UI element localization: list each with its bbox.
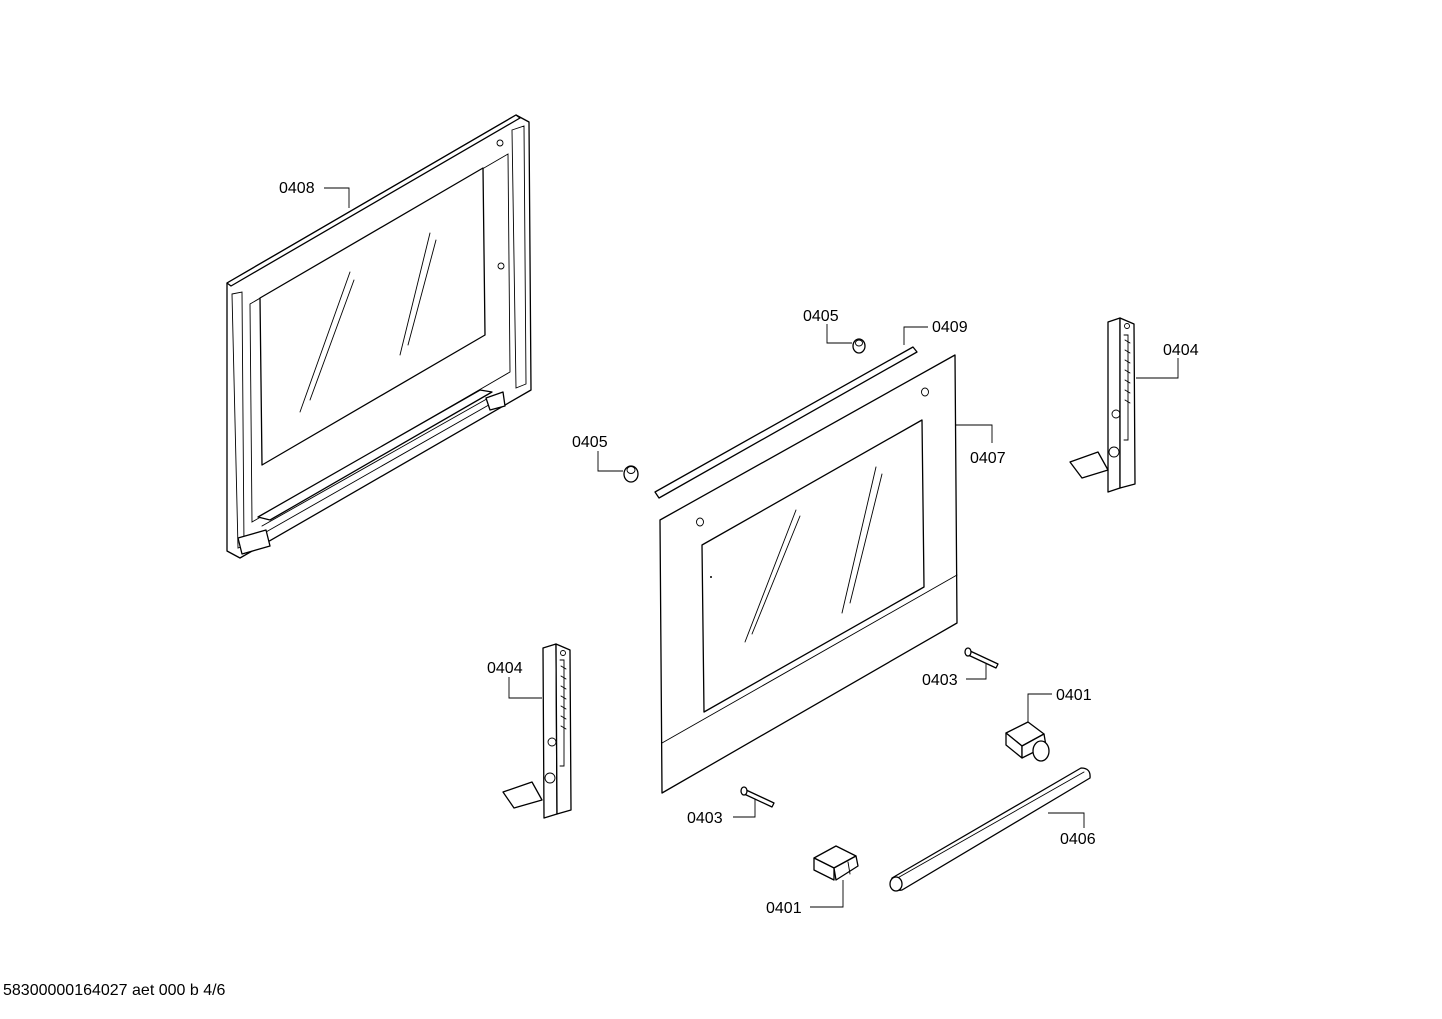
hinge-right: [1069, 317, 1136, 493]
leader-0409: [903, 326, 928, 345]
leader-0403-right: [966, 664, 987, 680]
screw-right: [964, 647, 999, 669]
leader-0405-side: [597, 451, 623, 472]
top-strip: [654, 346, 918, 499]
hinge-left: [502, 643, 572, 819]
handle-holder-lower: [813, 845, 859, 881]
label-0403-lower: 0403: [687, 810, 723, 827]
label-0404-right: 0404: [1163, 342, 1199, 359]
label-0407: 0407: [970, 450, 1006, 467]
label-0403-right: 0403: [922, 672, 958, 689]
leader-0404-left: [508, 677, 542, 699]
drawing-reference-footer: 58300000164027 aet 000 b 4/6: [3, 982, 226, 999]
outer-door-frame: [226, 114, 532, 559]
label-0406: 0406: [1060, 831, 1096, 848]
label-0404-left: 0404: [487, 660, 523, 677]
buffer-side: [623, 465, 639, 483]
leader-0404-right: [1136, 358, 1179, 379]
door-glass-panel: [659, 354, 958, 794]
label-0405-top: 0405: [803, 308, 839, 325]
leader-0401-right: [1027, 693, 1052, 722]
buffer-top: [852, 338, 866, 354]
leader-0403-lower: [733, 799, 756, 818]
label-0401-lower: 0401: [766, 900, 802, 917]
label-0409: 0409: [932, 319, 968, 336]
leader-0405-top: [826, 324, 852, 344]
handle-bar: [889, 767, 1091, 892]
leader-0401-lower: [810, 880, 844, 908]
label-0405-side: 0405: [572, 434, 608, 451]
leader-0408: [324, 187, 350, 208]
leader-0407: [956, 424, 993, 443]
label-0408: 0408: [279, 180, 315, 197]
screw-lower: [740, 786, 775, 808]
label-0401-right: 0401: [1056, 687, 1092, 704]
handle-holder-right: [1005, 721, 1050, 762]
leader-0406: [1048, 812, 1085, 828]
